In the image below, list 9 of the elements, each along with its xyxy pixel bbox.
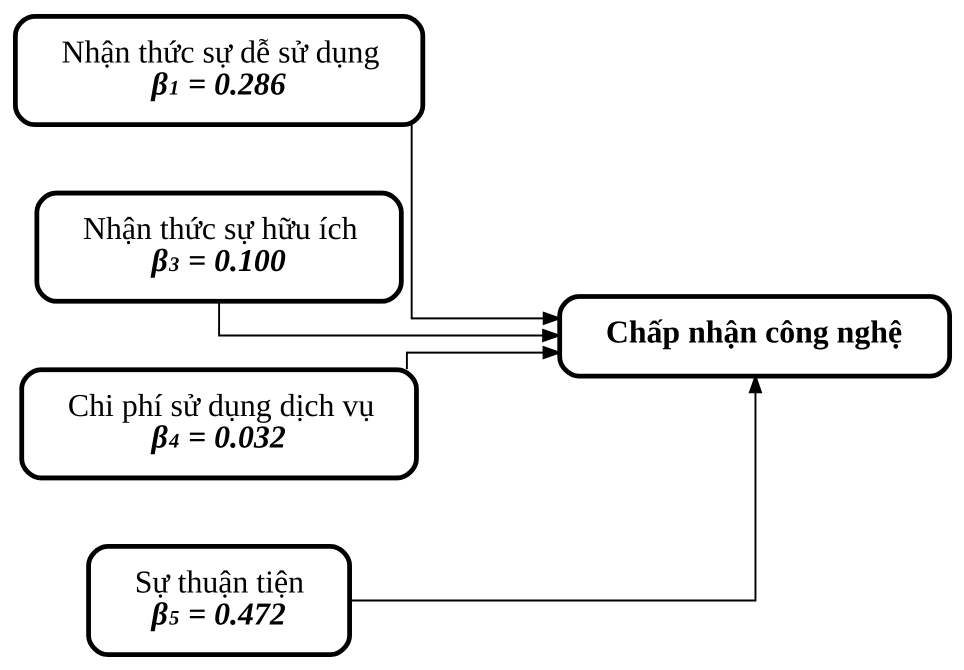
node-box: Chấp nhận công nghệ bbox=[556, 294, 952, 378]
node-box: Chi phí sử dụng dịch vụ β4 = 0.032 bbox=[18, 366, 418, 480]
node-box: Nhận thức sự hữu ích β3 = 0.100 bbox=[34, 190, 404, 304]
node-box: Sự thuận tiện β5 = 0.472 bbox=[86, 544, 352, 656]
arrow bbox=[405, 345, 562, 369]
arrow bbox=[349, 373, 762, 601]
arrow bbox=[410, 124, 562, 325]
arrow bbox=[218, 301, 562, 342]
node-box: Nhận thức sự dễ sử dụng β1 = 0.286 bbox=[12, 14, 425, 126]
